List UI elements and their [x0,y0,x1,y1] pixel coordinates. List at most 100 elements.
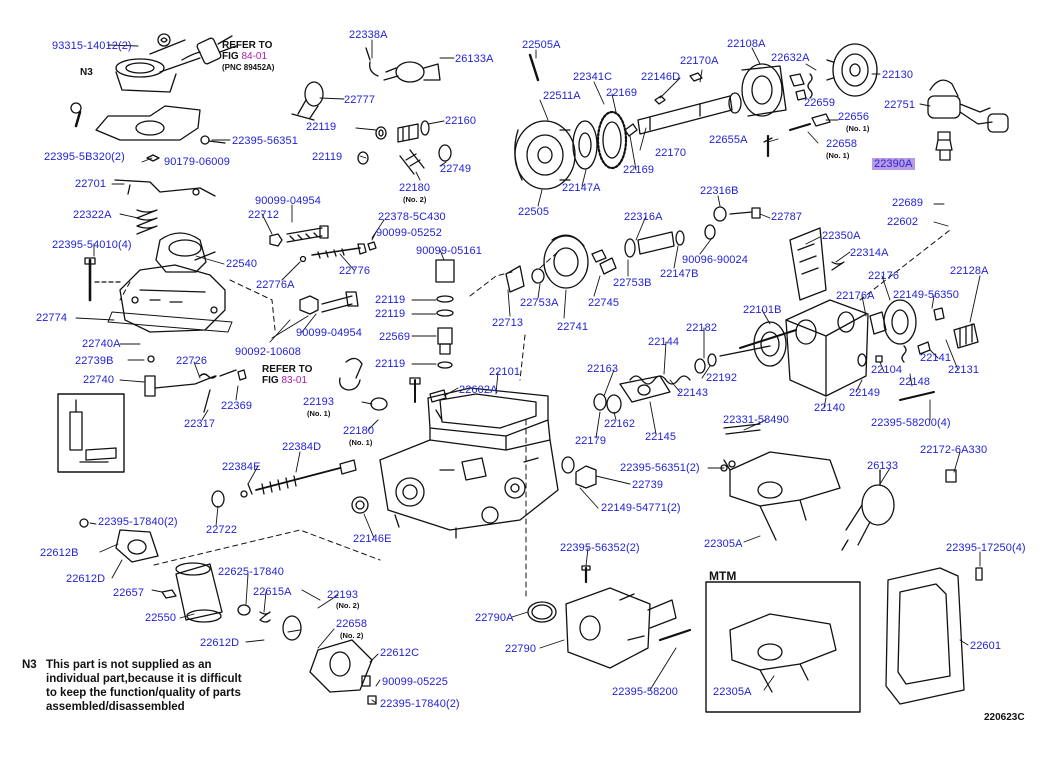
part-label[interactable]: 22119 [375,294,406,306]
part-label[interactable]: 22108A [727,38,766,50]
part-label[interactable]: 22193 [303,396,335,408]
part-label[interactable]: 22149 [849,387,881,399]
part-label[interactable]: 22511A [543,90,581,102]
part-label[interactable]: 22104 [871,364,903,376]
part-label[interactable]: 22131 [948,364,980,376]
part-label[interactable]: 22147B [660,268,699,280]
part-label[interactable]: 22657 [113,587,145,599]
part-label[interactable]: 22612C [380,647,420,659]
part-label[interactable]: 22305A [704,538,743,550]
part-label[interactable]: 22753A [520,297,559,309]
part-label[interactable]: 22658 [336,618,368,630]
part-label[interactable]: 22140 [814,402,846,414]
part-label[interactable]: 22317 [184,418,216,430]
part-label[interactable]: 22615A [253,586,292,598]
part-label[interactable]: 22192 [706,372,738,384]
part-label[interactable]: 22712 [248,209,280,221]
part-label[interactable]: 22141 [920,352,952,364]
refer-to-fig-84-01[interactable]: REFER TO FIG 84-01 (PNC 89452A) [222,40,274,73]
part-label[interactable]: 22338A [349,29,388,41]
part-label[interactable]: 22395-56351(2) [620,462,700,474]
part-label[interactable]: 22787 [771,211,803,223]
part-label[interactable]: 22146E [353,533,392,545]
part-label[interactable]: 22776A [256,279,295,291]
part-label[interactable]: 22143 [677,387,709,399]
refer-to-fig-83-01[interactable]: REFER TO FIG 83-01 [262,364,312,386]
part-label[interactable]: 22739 [632,479,664,491]
part-label[interactable]: 22774 [36,312,68,324]
part-label[interactable]: 22170A [680,55,719,67]
part-label[interactable]: 22602A [459,384,498,396]
part-label[interactable]: 22395-56351 [232,135,298,147]
fig-link-84-01[interactable]: 84-01 [241,51,268,62]
part-label[interactable]: 22395-17840(2) [98,516,178,528]
part-label[interactable]: 22659 [804,97,836,109]
part-label[interactable]: 22163 [587,363,619,375]
part-label[interactable]: 22384E [222,461,261,473]
part-label[interactable]: 22384D [282,441,322,453]
part-label[interactable]: 22722 [206,524,238,536]
part-label[interactable]: 22145 [645,431,677,443]
part-label[interactable]: 22395-56352(2) [560,542,640,554]
part-label[interactable]: 22316B [700,185,739,197]
part-label[interactable]: 22505A [522,39,561,51]
part-label[interactable]: 22790 [505,643,537,655]
part-label[interactable]: 22170 [655,147,687,159]
part-label[interactable]: 22341C [573,71,613,83]
part-label[interactable]: 22169 [623,164,655,176]
part-label[interactable]: 22689 [892,197,924,209]
part-label[interactable]: 90096-90024 [682,254,748,266]
part-label[interactable]: 22395-5B320(2) [44,151,125,163]
part-label[interactable]: 22741 [557,321,589,333]
part-label[interactable]: 22162 [604,418,636,430]
part-label[interactable]: 22160 [445,115,477,127]
part-label[interactable]: 22739B [75,355,114,367]
part-label[interactable]: 22119 [306,121,337,133]
part-label[interactable]: 22378-5C430 [378,211,446,223]
part-label[interactable]: 22726 [176,355,208,367]
part-label[interactable]: 22612D [66,573,106,585]
part-label[interactable]: 22753B [613,277,652,289]
part-label[interactable]: 22369 [221,400,253,412]
part-label[interactable]: 22656 [838,111,870,123]
part-label[interactable]: 22144 [648,336,680,348]
part-label[interactable]: 22751 [884,99,916,111]
part-label[interactable]: 22147A [562,182,601,194]
part-label[interactable]: 22395-17250(4) [946,542,1026,554]
part-label[interactable]: 22322A [73,209,112,221]
part-label[interactable]: 22395-58200(4) [871,417,951,429]
part-label[interactable]: 22101B [743,304,782,316]
part-label[interactable]: 22395-17840(2) [380,698,460,710]
part-label[interactable]: 22740 [83,374,115,386]
part-label[interactable]: 22612D [200,637,240,649]
part-label[interactable]: 22601 [970,640,1002,652]
part-label[interactable]: 22790A [475,612,514,624]
part-label[interactable]: 22602 [887,216,919,228]
part-label[interactable]: 22149-56350 [893,289,959,301]
part-label[interactable]: 22777 [344,94,376,106]
part-label[interactable]: 22655A [709,134,748,146]
part-label[interactable]: 22314A [850,247,889,259]
part-label[interactable]: 22148 [899,376,931,388]
part-label[interactable]: 22180 [343,425,375,437]
part-label[interactable]: 22149-54771(2) [601,502,681,514]
part-label[interactable]: 22740A [82,338,121,350]
part-label[interactable]: 22632A [771,52,810,64]
part-label[interactable]: 22182 [686,322,718,334]
part-label[interactable]: 22101 [489,366,521,378]
part-label[interactable]: 22505 [518,206,550,218]
part-label[interactable]: 22745 [588,297,620,309]
part-label[interactable]: 26133A [455,53,494,65]
part-label[interactable]: 90099-05161 [416,245,482,257]
part-label[interactable]: 90179-06009 [164,156,230,168]
part-label[interactable]: 22550 [145,612,177,624]
part-label[interactable]: 26133 [867,460,899,472]
part-label[interactable]: 22331-58490 [723,414,789,426]
highlighted-part-label[interactable]: 22390A [872,158,915,170]
part-label[interactable]: 93315-14012(2) [52,40,132,52]
part-label[interactable]: 22119 [312,151,343,163]
part-label[interactable]: 90092-10608 [235,346,301,358]
part-label[interactable]: 22176 [868,270,900,282]
part-label[interactable]: 90099-05252 [376,227,442,239]
part-label[interactable]: 22180 [399,182,431,194]
